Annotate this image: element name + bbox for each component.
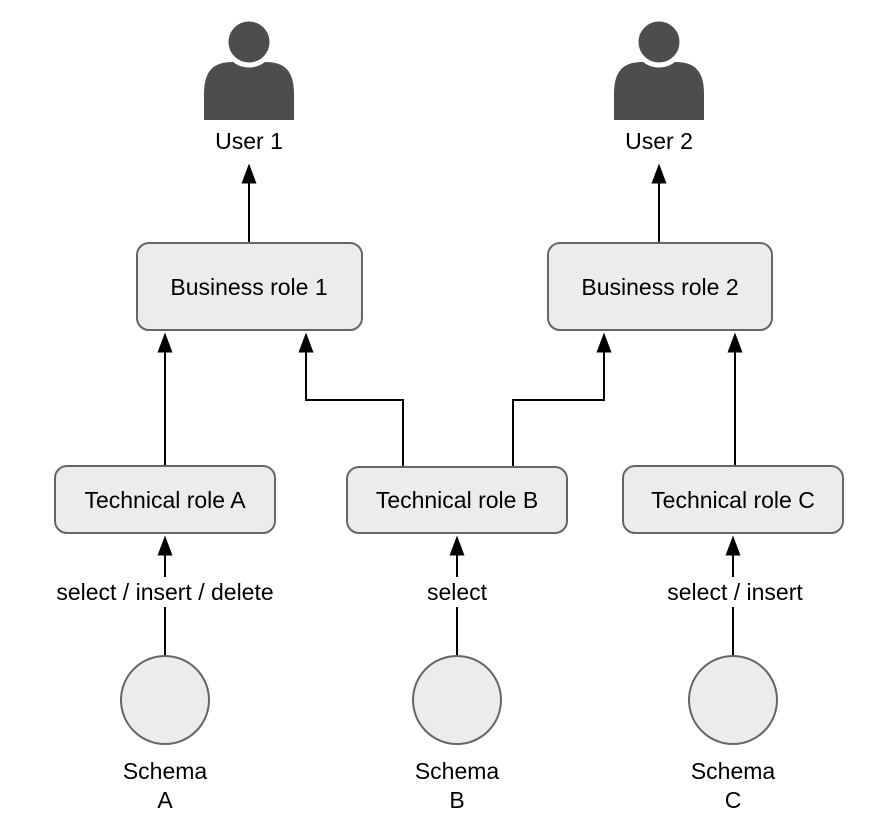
- business-role-2-box: [547, 242, 773, 331]
- technical-role-c-label: Technical role C: [651, 487, 815, 513]
- grant-label-a-bg: [50, 577, 280, 607]
- technical-role-b-label: Technical role B: [376, 487, 538, 513]
- technical-role-b-node: Technical role B: [346, 466, 568, 534]
- user-2-body-icon: [614, 62, 704, 120]
- edge-technical-role-b-to-business-role-2: [512, 332, 612, 466]
- user-1-body-icon: [204, 62, 294, 120]
- grant-label-a: select / insert / delete: [50, 577, 280, 607]
- grant-label-c-bg: [660, 577, 810, 607]
- grant-label-b: select: [420, 577, 494, 607]
- grant-label-c-text: select / insert: [667, 579, 803, 605]
- schema-c-node: Schema C: [688, 655, 778, 813]
- business-role-2-node: Business role 2: [547, 242, 773, 331]
- user-2-head-icon: [633, 16, 685, 68]
- schema-b-label: Schema: [415, 758, 500, 784]
- business-role-1-node: Business role 1: [136, 242, 363, 331]
- grant-label-c: select / insert: [660, 577, 810, 607]
- schema-b-letter: B: [449, 787, 464, 813]
- technical-role-a-label: Technical role A: [84, 487, 246, 513]
- schema-c-letter: C: [725, 787, 742, 813]
- technical-role-a-node: Technical role A: [54, 465, 276, 534]
- technical-role-a-box: [54, 465, 276, 534]
- schema-c-label: Schema: [691, 758, 776, 784]
- schema-a-node: Schema A: [120, 655, 210, 813]
- user-2-icon: [614, 16, 704, 120]
- user-1-head-icon: [223, 16, 275, 68]
- technical-role-c-node: Technical role C: [622, 465, 844, 534]
- edge-technical-role-b-to-business-role-1: [298, 332, 404, 466]
- user-1-label: User 1: [215, 128, 283, 154]
- schema-c-circle: [688, 655, 778, 745]
- grant-label-b-text: select: [427, 579, 488, 605]
- business-role-1-label: Business role 1: [170, 274, 327, 300]
- schema-a-letter: A: [157, 787, 173, 813]
- schema-a-label: Schema: [123, 758, 208, 784]
- technical-role-b-box: [346, 466, 568, 534]
- schema-b-circle: [412, 655, 502, 745]
- schema-a-circle: [120, 655, 210, 745]
- business-role-1-box: [136, 242, 363, 331]
- user-2-label: User 2: [625, 128, 693, 154]
- user-1-icon: [204, 16, 294, 120]
- technical-role-c-box: [622, 465, 844, 534]
- schema-b-node: Schema B: [412, 655, 502, 813]
- grant-label-a-text: select / insert / delete: [56, 579, 273, 605]
- business-role-2-label: Business role 2: [581, 274, 738, 300]
- grant-label-b-bg: [420, 577, 494, 607]
